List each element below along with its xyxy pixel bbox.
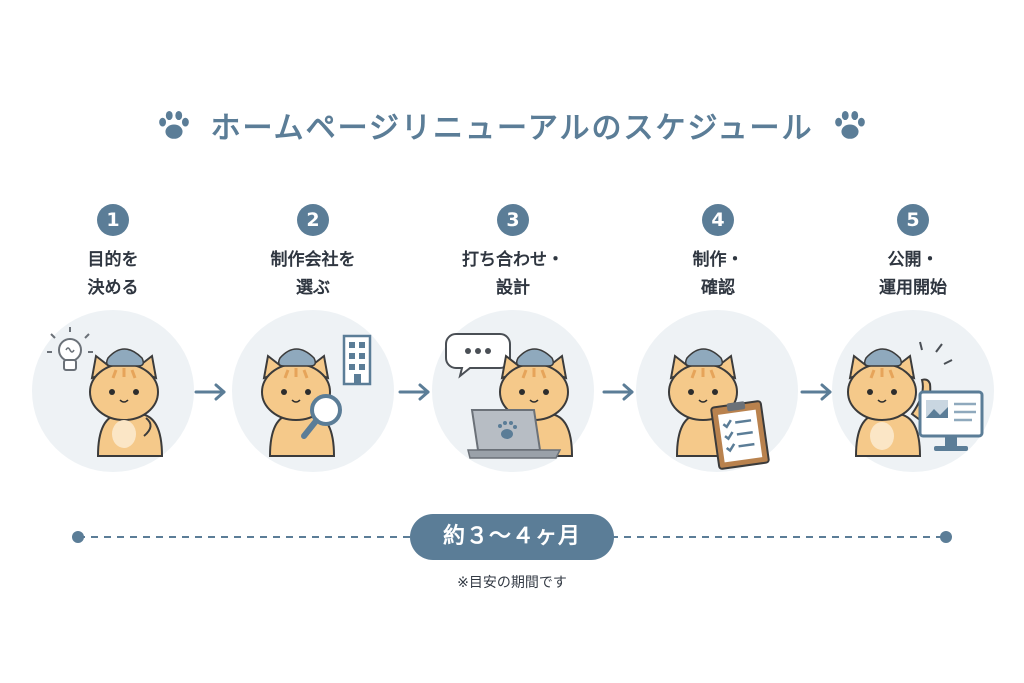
step-4-illustration — [668, 348, 770, 470]
step-label-line2: 設計 — [496, 278, 530, 298]
step-2-illustration — [261, 334, 372, 457]
clipboard-icon — [710, 400, 770, 470]
step-number: 5 — [897, 204, 929, 236]
paw-icon-left — [158, 110, 189, 139]
arrow-right-icon — [602, 383, 634, 401]
step-3-illustration — [445, 333, 574, 459]
duration-badge: 約３〜４ヶ月 — [410, 514, 614, 560]
step-number: 1 — [97, 204, 129, 236]
duration-note: ※目安の期間です — [457, 575, 567, 591]
sparkle-lines — [919, 341, 953, 365]
timeline-end-dot — [940, 531, 952, 543]
title-row: ホームページリニューアルのスケジュール — [0, 100, 1024, 150]
arrow-right-icon — [800, 383, 832, 401]
step-label-line1: 制作会社を — [270, 250, 356, 270]
step-label-line1: 打ち合わせ・ — [462, 250, 564, 270]
step-label-line2: 運用開始 — [879, 278, 947, 298]
building-icon — [342, 334, 372, 386]
page-title: ホームページリニューアルのスケジュール — [210, 111, 814, 146]
cat-figure — [89, 348, 164, 457]
step-label-line2: 確認 — [701, 278, 735, 298]
step-number: 2 — [297, 204, 329, 236]
lightbulb-icon — [47, 327, 93, 371]
step-number: 4 — [702, 204, 734, 236]
step-label-line1: 公開・ — [887, 250, 939, 270]
step-label-line2: 選ぶ — [296, 278, 330, 298]
step-label-line1: 目的を — [87, 250, 139, 270]
cat-figure — [847, 348, 932, 457]
step-3: 3 打ち合わせ・設計 — [428, 204, 598, 302]
magnifier-icon — [301, 394, 342, 439]
step-5: 5 公開・運用開始 — [828, 204, 998, 302]
step-number: 3 — [497, 204, 529, 236]
laptop-icon — [467, 409, 562, 459]
timeline-start-dot — [72, 531, 84, 543]
step-label-line1: 制作・ — [692, 250, 744, 270]
monitor-icon — [918, 390, 984, 451]
step-2: 2 制作会社を選ぶ — [228, 204, 398, 302]
paw-icon-right — [835, 110, 866, 139]
step-1-illustration — [47, 327, 164, 457]
step-1: 1 目的を決める — [28, 204, 198, 302]
step-label-line2: 決める — [87, 278, 139, 298]
step-4: 4 制作・確認 — [633, 204, 803, 302]
step-5-illustration — [847, 341, 984, 457]
arrow-right-icon — [194, 383, 226, 401]
speech-bubble-icon — [445, 333, 511, 379]
arrow-right-icon — [398, 383, 430, 401]
